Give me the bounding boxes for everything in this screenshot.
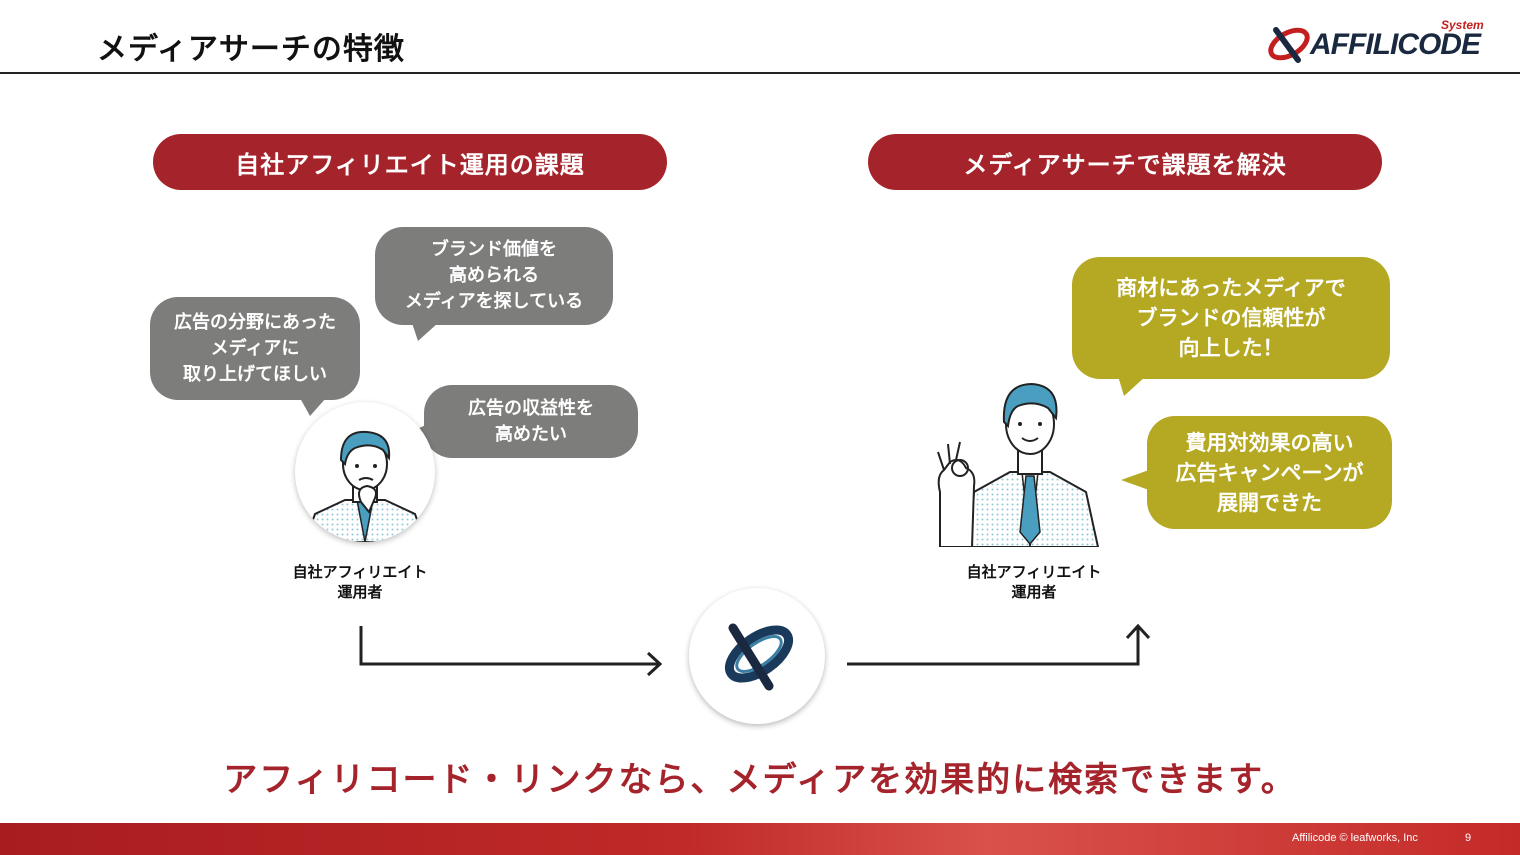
bubble-tail — [412, 323, 438, 341]
speech-bubble-campaign: 費用対効果の高い 広告キャンペーンが 展開できた — [1147, 416, 1392, 529]
affilicode-mark-icon — [724, 623, 794, 691]
bubble-line: メディアを探している — [404, 291, 584, 312]
bubble-line: 費用対効果の高い — [1185, 430, 1354, 455]
solution-heading: メディアサーチで課題を解決 — [868, 134, 1382, 190]
bubble-line: 取り上げてほしい — [183, 363, 327, 385]
arrowhead-up-icon — [1125, 623, 1151, 640]
affilicode-logo: System AFFILICODE — [1266, 18, 1488, 66]
right-person-caption: 自社アフィリエイト 運用者 — [954, 562, 1114, 602]
tagline: アフィリコード・リンクなら、メディアを効果的に検索できます。 — [223, 760, 1297, 800]
caption-line: 自社アフィリエイト — [966, 563, 1102, 581]
bubble-tail — [1121, 470, 1149, 490]
left-flow-arrow — [359, 626, 658, 666]
footer-credit: Affilicode © leafworks, Inc — [1292, 832, 1418, 844]
logo-system-label: System — [1441, 18, 1484, 32]
bubble-line: 広告キャンペーンが — [1175, 460, 1364, 485]
left-person-caption: 自社アフィリエイト 運用者 — [280, 562, 440, 602]
page-number: 9 — [1465, 832, 1472, 844]
bubble-line: 広告の収益性を — [468, 397, 594, 419]
bubble-line: 展開できた — [1217, 490, 1322, 515]
affilicode-mark-badge — [689, 588, 825, 724]
bubble-line: ブランドの信頼性が — [1136, 306, 1326, 330]
arrowhead-right-icon — [646, 651, 663, 677]
speech-bubble-revenue: 広告の収益性を 高めたい — [424, 385, 638, 458]
speech-bubble-brand: ブランド価値を 高められる メディアを探している — [375, 227, 613, 325]
logo-wordmark: AFFILICODE — [1310, 28, 1481, 61]
ok-person-icon — [937, 382, 1100, 548]
bubble-line: ブランド価値を — [431, 239, 557, 260]
bubble-line: メディアに — [210, 337, 300, 359]
right-flow-arrow — [847, 628, 1140, 666]
affilicode-mark-icon — [1268, 27, 1310, 63]
bubble-line: 商材にあったメディアで — [1116, 276, 1346, 300]
bubble-line: 高められる — [449, 265, 539, 286]
caption-line: 運用者 — [337, 583, 383, 601]
ok-gesture-person — [930, 372, 1110, 548]
bubble-line: 向上した！ — [1178, 336, 1284, 360]
bubble-tail — [300, 398, 326, 416]
page-title: メディアサーチの特徴 — [97, 32, 405, 67]
problem-heading: 自社アフィリエイト運用の課題 — [153, 134, 667, 190]
footer-bar: Affilicode © leafworks, Inc 9 — [0, 823, 1520, 855]
caption-line: 運用者 — [1011, 583, 1057, 601]
bubble-line: 広告の分野にあった — [174, 311, 336, 333]
speech-bubble-trust: 商材にあったメディアで ブランドの信頼性が 向上した！ — [1072, 257, 1390, 379]
caption-line: 自社アフィリエイト — [292, 563, 428, 581]
bubble-line: 高めたい — [495, 423, 567, 445]
thinking-person-avatar — [295, 402, 435, 542]
speech-bubble-field: 広告の分野にあった メディアに 取り上げてほしい — [150, 297, 360, 400]
bubble-tail — [1118, 376, 1146, 396]
thinking-person-icon — [303, 430, 427, 542]
title-divider — [0, 72, 1520, 74]
